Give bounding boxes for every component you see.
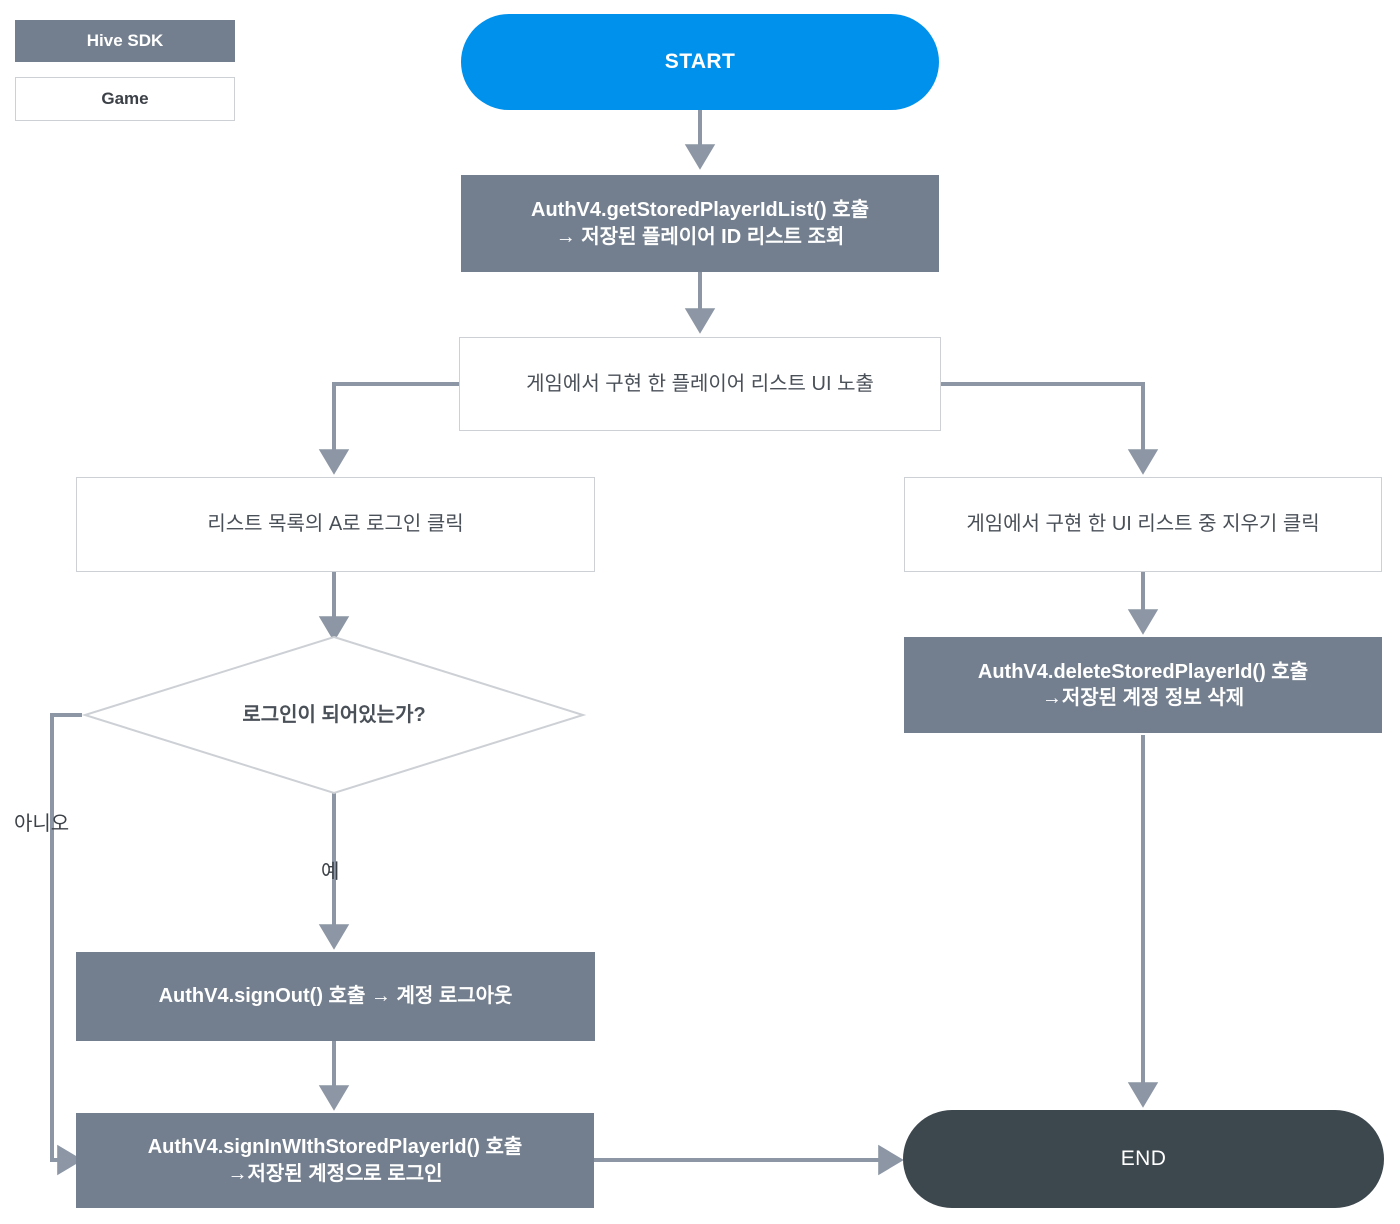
node-show-player-list-ui[interactable]: 게임에서 구현 한 플레이어 리스트 UI 노출	[459, 337, 941, 431]
node-click-login-with-a-label: 리스트 목록의 A로 로그인 클릭	[207, 513, 464, 536]
node-delete-stored-player-id-label: AuthV4.deleteStoredPlayerId() 호출 →저장된 계정…	[977, 660, 1309, 709]
node-sign-in-with-stored-player-id[interactable]: AuthV4.signInWIthStoredPlayerId() 호출 →저장…	[76, 1113, 594, 1208]
node-is-logged-in-decision-label: 로그인이 되어있는가?	[242, 703, 426, 726]
edge-showlistui-to-clicklogina	[318, 382, 459, 475]
node-get-stored-player-id-list-label: AuthV4.getStoredPlayerIdList() 호출 → 저장된 …	[531, 199, 869, 248]
node-show-player-list-ui-label: 게임에서 구현 한 플레이어 리스트 UI 노출	[526, 372, 874, 395]
node-end[interactable]: END	[903, 1110, 1384, 1208]
node-get-stored-player-id-list[interactable]: AuthV4.getStoredPlayerIdList() 호출 → 저장된 …	[461, 175, 939, 272]
node-click-login-with-a[interactable]: 리스트 목록의 A로 로그인 클릭	[76, 477, 595, 572]
legend-label-game: Game	[101, 89, 149, 108]
edge-showlistui-to-clickdelete	[941, 382, 1159, 475]
node-start-label: START	[664, 50, 736, 74]
edge-label-yes-text: 예	[321, 861, 340, 883]
node-start[interactable]: START	[461, 14, 939, 110]
edge-label-no-text: 아니오	[14, 813, 70, 835]
node-end-label: END	[1120, 1147, 1167, 1171]
node-delete-stored-player-id[interactable]: AuthV4.deleteStoredPlayerId() 호출 →저장된 계정…	[904, 637, 1382, 733]
legend-label-hive-sdk: Hive SDK	[86, 31, 164, 50]
node-sign-out-label: AuthV4.signOut() 호출 → 계정 로그아웃	[158, 985, 513, 1008]
legend-item-hive-sdk: Hive SDK	[15, 20, 235, 62]
node-is-logged-in-decision[interactable]: 로그인이 되어있는가?	[130, 680, 538, 750]
edge-label-no: 아니오	[14, 807, 69, 836]
node-sign-out[interactable]: AuthV4.signOut() 호출 → 계정 로그아웃	[76, 952, 595, 1041]
node-click-delete-in-ui-list[interactable]: 게임에서 구현 한 UI 리스트 중 지우기 클릭	[904, 477, 1382, 572]
node-click-delete-in-ui-list-label: 게임에서 구현 한 UI 리스트 중 지우기 클릭	[966, 513, 1320, 536]
legend-item-game: Game	[15, 77, 235, 121]
edge-decision-no-to-signinstored	[50, 713, 83, 1176]
edge-label-yes: 예	[321, 855, 339, 884]
node-sign-in-with-stored-player-id-label: AuthV4.signInWIthStoredPlayerId() 호출 →저장…	[147, 1136, 523, 1185]
